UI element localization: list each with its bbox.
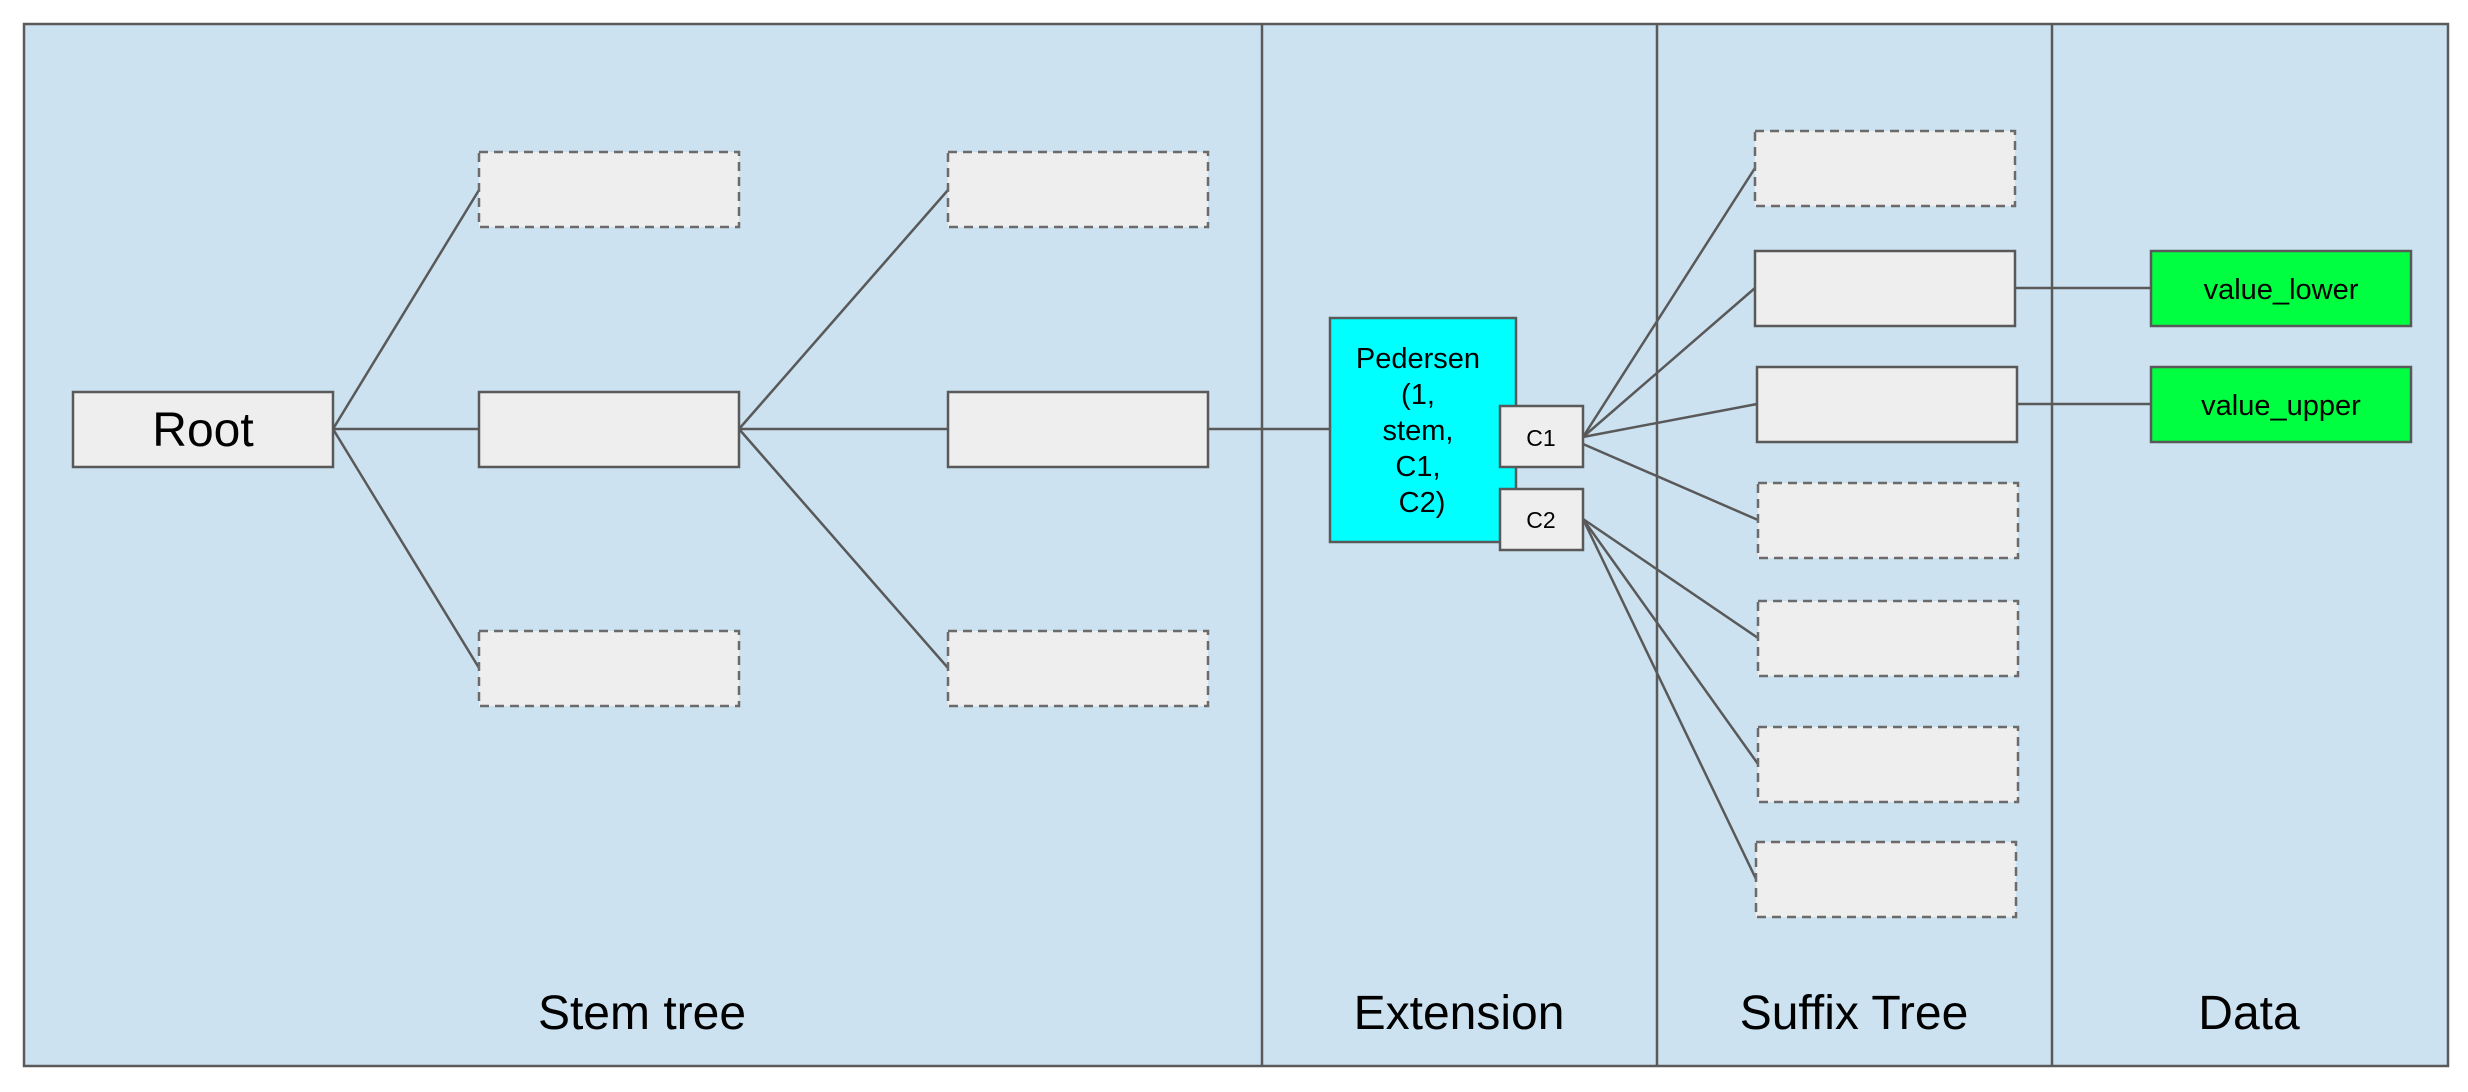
- root-node[interactable]: [71, 390, 335, 469]
- edge-c1-suffix-2: [1582, 287, 1756, 438]
- section-label-data: Data: [2198, 987, 2300, 1040]
- c1-commitment-box[interactable]: [1498, 404, 1585, 469]
- edge-c1-suffix-1: [1581, 167, 1757, 438]
- pedersen-line-5: C2): [1399, 487, 1446, 519]
- pedersen-line-3: stem,: [1383, 415, 1454, 447]
- edge-root-upper: [331, 189, 481, 430]
- edge-c1-suffix-4: [1582, 442, 1759, 522]
- stem-node-level1-middle[interactable]: [477, 390, 741, 469]
- edge-c2-suffix-6: [1581, 518, 1760, 765]
- pedersen-line-2: (1,: [1401, 379, 1435, 411]
- value-lower-box[interactable]: [2149, 249, 2413, 328]
- stem-node-level2-upper[interactable]: [946, 150, 1210, 229]
- suffix-node-5[interactable]: [1756, 599, 2020, 678]
- diagram-background: [22, 22, 2450, 1068]
- suffix-tree-nodes: [1753, 129, 2020, 919]
- stem-node-level1-upper[interactable]: [477, 150, 741, 229]
- suffix-node-2[interactable]: [1753, 249, 2017, 328]
- suffix-tree-edges: [1581, 167, 2151, 880]
- root-label: Root: [152, 404, 253, 457]
- value-upper-box[interactable]: [2149, 365, 2413, 444]
- edge-level1-upper: [738, 189, 949, 430]
- pedersen-line-4: C1,: [1395, 451, 1440, 483]
- suffix-node-7[interactable]: [1754, 840, 2018, 919]
- stem-node-level1-lower[interactable]: [477, 629, 741, 708]
- suffix-node-1[interactable]: [1753, 129, 2017, 208]
- edge-root-lower: [331, 428, 481, 669]
- stem-tree-edges: [331, 189, 1330, 669]
- c2-commitment-box[interactable]: [1498, 487, 1585, 552]
- stem-tree-nodes: Root: [71, 150, 1210, 708]
- c1-label: C1: [1526, 425, 1555, 451]
- edge-c1-suffix-3: [1582, 402, 1758, 439]
- pedersen-commitment-label: Pedersen (1, stem, C1, C2): [1356, 343, 1488, 519]
- extension-node: Pedersen (1, stem, C1, C2) C1 C2: [1328, 316, 1585, 552]
- data-nodes: value_lower value_upper: [2149, 249, 2413, 444]
- suffix-node-4[interactable]: [1756, 481, 2020, 560]
- section-labels: Stem tree Extension Suffix Tree Data: [538, 987, 2300, 1040]
- edge-c2-suffix-7: [1581, 518, 1758, 880]
- suffix-node-3[interactable]: [1755, 365, 2019, 444]
- pedersen-commitment-box[interactable]: [1328, 316, 1518, 544]
- edge-c2-suffix-5: [1582, 517, 1759, 640]
- edge-level1-lower: [738, 428, 949, 669]
- value-upper-label: value_upper: [2201, 390, 2361, 422]
- value-lower-label: value_lower: [2204, 274, 2359, 306]
- suffix-node-6[interactable]: [1756, 725, 2020, 804]
- section-label-suffix-tree: Suffix Tree: [1740, 987, 1969, 1040]
- section-label-stem-tree: Stem tree: [538, 987, 746, 1040]
- pedersen-line-1: Pedersen: [1356, 343, 1480, 375]
- stem-node-level2-lower[interactable]: [946, 629, 1210, 708]
- c2-label: C2: [1526, 507, 1555, 533]
- stem-node-level2-middle[interactable]: [946, 390, 1210, 469]
- section-label-extension: Extension: [1354, 987, 1565, 1040]
